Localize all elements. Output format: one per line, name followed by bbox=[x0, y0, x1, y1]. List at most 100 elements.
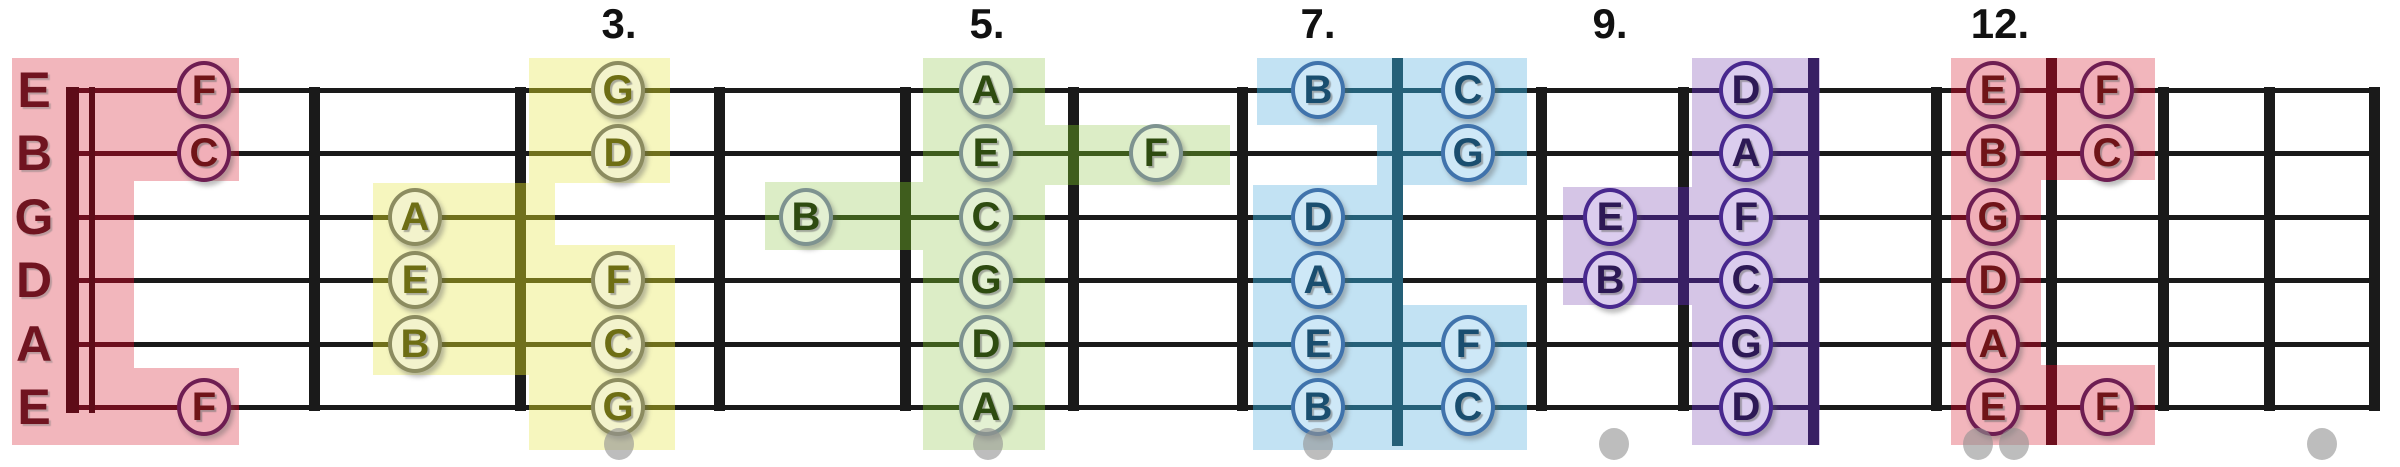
note-E-string6-fret12: E bbox=[1966, 378, 2020, 436]
note-letter: G bbox=[1730, 322, 1762, 366]
note-letter: D bbox=[1978, 258, 2008, 302]
note-F-string3-fret10: F bbox=[1719, 188, 1773, 246]
string-accent-segment bbox=[66, 277, 134, 283]
note-letter: B bbox=[1303, 385, 1333, 429]
note-letter: F bbox=[2094, 385, 2120, 429]
fret-number-label-7: 7. bbox=[1300, 0, 1336, 47]
nut-line-thick bbox=[66, 87, 79, 413]
note-B-string4-fret9: B bbox=[1583, 251, 1637, 309]
note-G-string2-fret8: G bbox=[1441, 124, 1495, 182]
note-letter: F bbox=[1455, 322, 1481, 366]
note-D-string3-fret7: D bbox=[1291, 188, 1345, 246]
note-G-string4-fret5: G bbox=[959, 251, 1013, 309]
note-letter: A bbox=[971, 385, 1001, 429]
fret-wire-13 bbox=[2157, 87, 2169, 411]
note-letter: A bbox=[971, 68, 1001, 112]
fret-wire-8 bbox=[1535, 87, 1547, 411]
fret-marker-dot-12 bbox=[1963, 428, 1993, 460]
note-A-string1-fret5: A bbox=[959, 61, 1013, 119]
string-label-5-A: A bbox=[15, 316, 53, 372]
fret-marker-dot-12 bbox=[1999, 428, 2029, 460]
fret-wire-6 bbox=[1236, 87, 1248, 411]
fret-number-label-12: 12. bbox=[1970, 0, 2030, 47]
string-accent-segment bbox=[66, 214, 134, 220]
note-letter: A bbox=[400, 195, 430, 239]
string-label-4-D: D bbox=[15, 252, 53, 308]
note-letter: F bbox=[191, 68, 217, 112]
note-letter: G bbox=[602, 68, 634, 112]
fret-wire-1 bbox=[308, 87, 320, 411]
note-letter: C bbox=[1453, 68, 1483, 112]
fret-wire-accent-segment bbox=[1391, 58, 1403, 125]
note-letter: C bbox=[603, 322, 633, 366]
note-B-string5-fret2: B bbox=[388, 315, 442, 373]
string-accent-segment bbox=[66, 87, 239, 93]
string-accent-segment bbox=[373, 214, 555, 220]
note-C-string2-fret13: C bbox=[2080, 124, 2134, 182]
note-F-string2-fret6: F bbox=[1129, 124, 1183, 182]
note-letter: C bbox=[2092, 131, 2122, 175]
fret-wire-3 bbox=[713, 87, 725, 411]
note-B-string1-fret7: B bbox=[1291, 61, 1345, 119]
fret-marker-dot-5 bbox=[973, 428, 1003, 460]
fret-wire-14 bbox=[2263, 87, 2275, 411]
fret-marker-dot-15 bbox=[2307, 428, 2337, 460]
note-A-string6-fret5: A bbox=[959, 378, 1013, 436]
nut-line-thin bbox=[89, 87, 95, 413]
string-label-6-E: E bbox=[17, 379, 51, 435]
note-letter: D bbox=[1731, 68, 1761, 112]
note-B-string3-fret4: B bbox=[779, 188, 833, 246]
note-letter: B bbox=[400, 322, 430, 366]
note-letter: B bbox=[1978, 131, 2008, 175]
note-letter: G bbox=[1977, 195, 2009, 239]
note-F-string1-fret13: F bbox=[2080, 61, 2134, 119]
note-letter: C bbox=[189, 131, 219, 175]
fret-marker-dot-3 bbox=[604, 428, 634, 460]
string-line-3 bbox=[66, 214, 2378, 220]
note-F-string6-fret1: F bbox=[177, 378, 231, 436]
note-E-string1-fret12: E bbox=[1966, 61, 2020, 119]
note-letter: C bbox=[1453, 385, 1483, 429]
note-letter: D bbox=[971, 322, 1001, 366]
note-letter: E bbox=[972, 131, 1000, 175]
string-label-1-E: E bbox=[17, 62, 51, 118]
note-B-string2-fret12: B bbox=[1966, 124, 2020, 182]
note-letter: A bbox=[1303, 258, 1333, 302]
note-letter: F bbox=[605, 258, 631, 302]
note-letter: A bbox=[1731, 131, 1761, 175]
string-accent-segment bbox=[66, 150, 239, 156]
note-letter: D bbox=[1303, 195, 1333, 239]
note-D-string6-fret10: D bbox=[1719, 378, 1773, 436]
fret-wire-accent-segment bbox=[2045, 365, 2057, 445]
note-D-string4-fret12: D bbox=[1966, 251, 2020, 309]
note-E-string5-fret7: E bbox=[1291, 315, 1345, 373]
note-letter: C bbox=[1731, 258, 1761, 302]
note-letter: F bbox=[191, 385, 217, 429]
note-letter: D bbox=[603, 131, 633, 175]
note-letter: E bbox=[1979, 385, 2007, 429]
note-D-string2-fret3: D bbox=[591, 124, 645, 182]
fret-marker-dot-9 bbox=[1599, 428, 1629, 460]
fret-wire-accent-segment bbox=[514, 183, 526, 375]
note-letter: E bbox=[1304, 322, 1332, 366]
note-E-string4-fret2: E bbox=[388, 251, 442, 309]
fret-number-label-3: 3. bbox=[601, 0, 637, 47]
note-letter: E bbox=[401, 258, 429, 302]
fret-number-label-9: 9. bbox=[1592, 0, 1628, 47]
note-G-string3-fret12: G bbox=[1966, 188, 2020, 246]
string-accent-segment bbox=[373, 277, 555, 283]
note-letter: F bbox=[2094, 68, 2120, 112]
note-letter: E bbox=[1979, 68, 2007, 112]
string-accent-segment bbox=[66, 404, 239, 410]
note-letter: A bbox=[1978, 322, 2008, 366]
string-label-3-G: G bbox=[14, 189, 54, 245]
fret-wire-15 bbox=[2368, 87, 2380, 411]
note-letter: F bbox=[1143, 131, 1169, 175]
fret-wire-5 bbox=[1067, 87, 1079, 411]
note-letter: B bbox=[1595, 258, 1625, 302]
note-F-string5-fret8: F bbox=[1441, 315, 1495, 373]
string-line-5 bbox=[66, 341, 2378, 347]
note-G-string1-fret3: G bbox=[591, 61, 645, 119]
note-A-string5-fret12: A bbox=[1966, 315, 2020, 373]
